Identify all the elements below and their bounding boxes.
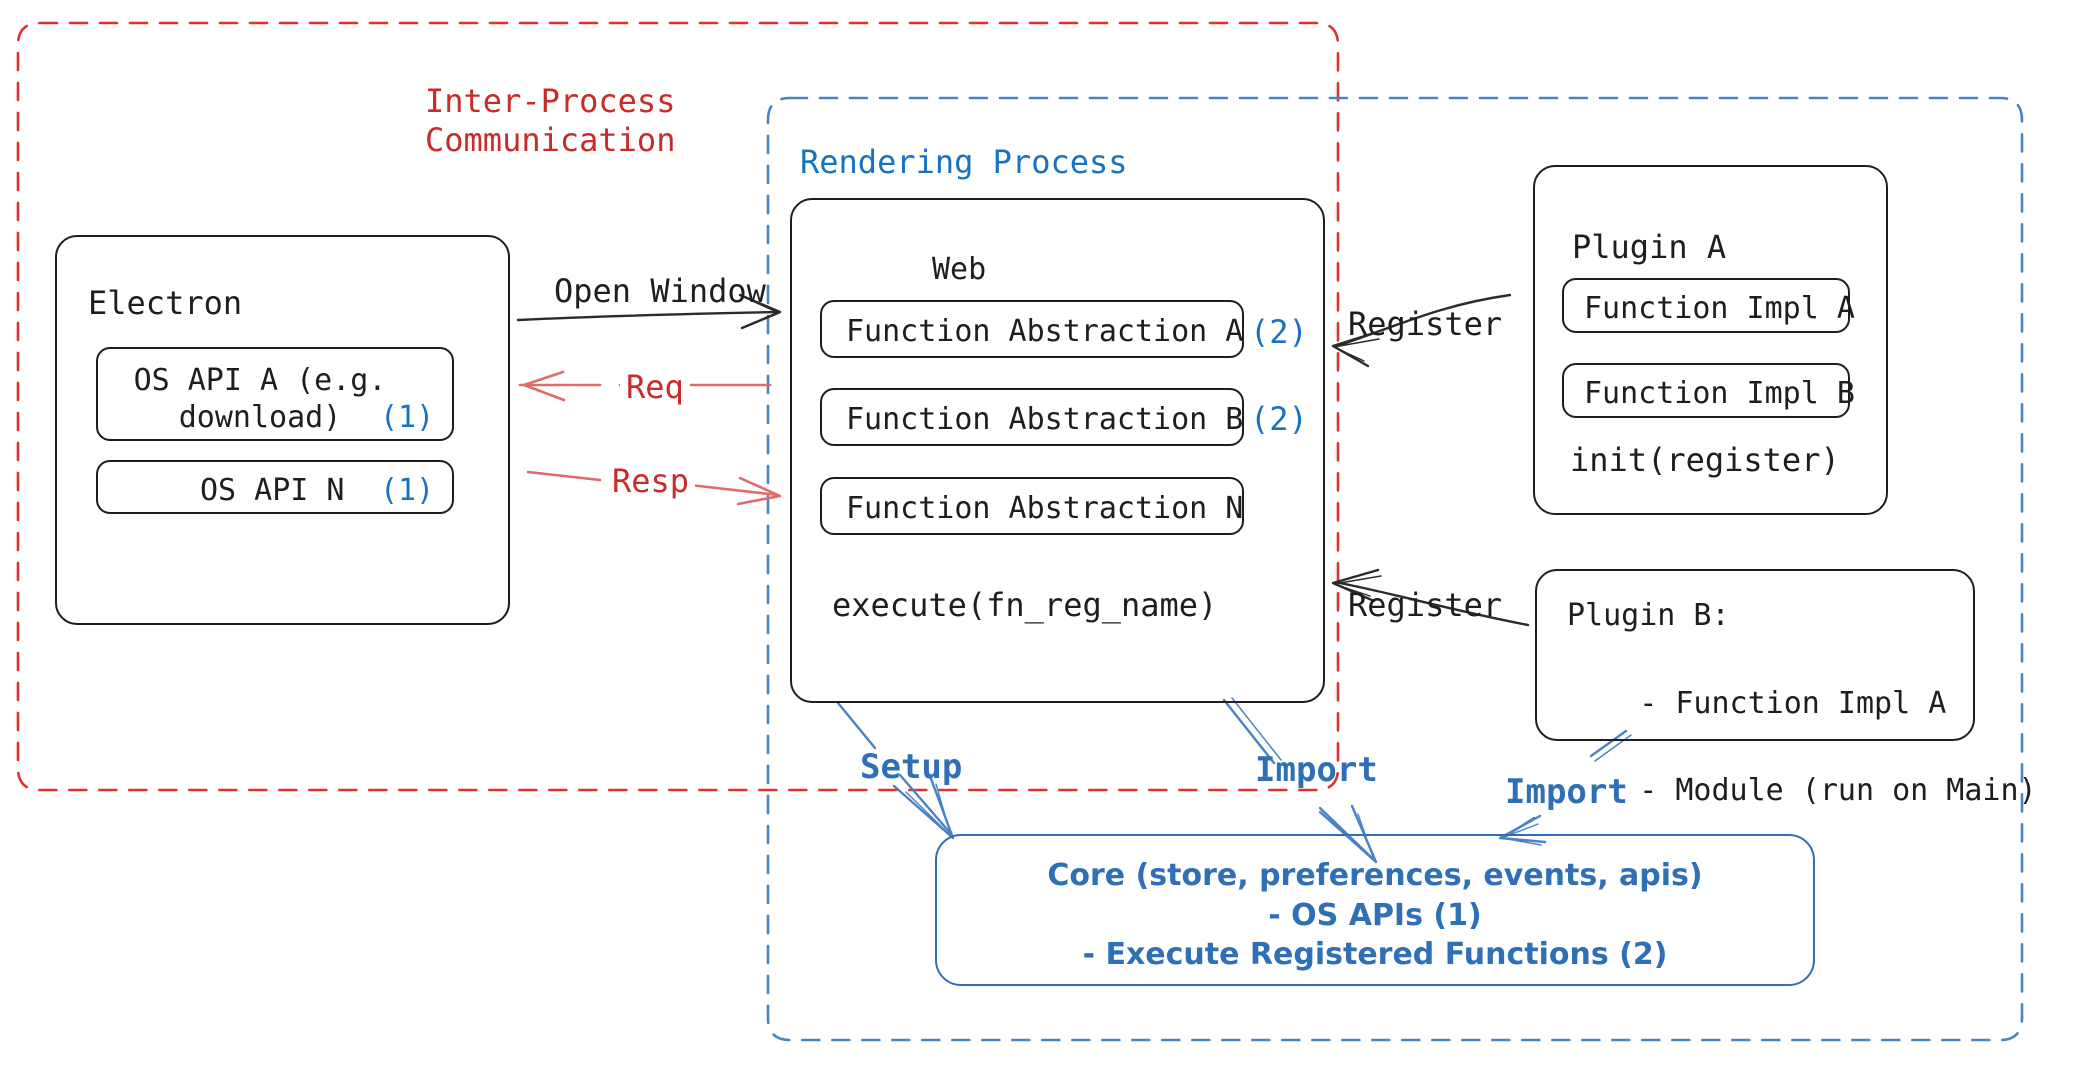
function-abstraction-a-label: Function Abstraction A [846,314,1244,349]
web-title: Web [932,252,987,287]
function-abstraction-n-label: Function Abstraction N [846,491,1244,526]
os-api-n-label: OS API N [200,473,345,508]
function-impl-a-label: Function Impl A [1584,291,1855,326]
web-execute-label: execute(fn_reg_name) [832,586,1218,624]
os-api-a-label: OS API A (e.g. download) [133,363,387,435]
plugin-b-box[interactable] [1535,569,1975,741]
plugin-b-line-2: - Module (run on Main) [1639,773,2037,809]
edge-resp-head [736,476,782,506]
edge-label-import-web: Import [1255,750,1378,790]
edge-req-head [522,370,566,402]
edge-label-resp: Resp [606,462,696,502]
edge-label-req: Req [620,368,690,408]
edge-label-register-a: Register [1348,305,1503,343]
function-abstraction-b-label: Function Abstraction B [846,402,1244,437]
electron-title: Electron [88,284,243,322]
core-line-2: - Execute Registered Functions (2) [1082,937,1668,973]
edge-resp-line2 [688,483,780,497]
function-impl-a-box[interactable] [1562,278,1850,333]
function-impl-b-label: Function Impl B [1584,376,1855,411]
function-abstraction-n-box[interactable] [820,477,1244,535]
edge-resp-line1 [526,470,602,482]
plugin-b-line-0: Plugin B: [1567,598,1730,633]
edge-setup-top [836,701,877,750]
os-api-a-badge: (1) [380,400,435,435]
web-box[interactable] [790,198,1325,703]
edge-label-import-plugin-b: Import [1505,772,1628,812]
plugin-b-line-1: - Function Impl A [1639,685,1947,721]
edge-setup-head2 [905,783,952,837]
function-abstraction-b-box[interactable] [820,388,1244,446]
os-api-n-badge: (1) [380,473,435,508]
edge-label-register-b: Register [1348,586,1503,624]
function-abstraction-a-box[interactable] [820,300,1244,358]
plugin-a-title: Plugin A [1572,228,1727,266]
edge-label-open-window: Open Window [554,272,766,310]
ipc-group-label: Inter-Process Communication [425,82,676,160]
core-box[interactable] [935,834,1815,986]
plugin-b-lines: Plugin B: - Function Impl A - Module (ru… [1567,594,2037,813]
os-api-n-box[interactable] [96,460,454,514]
electron-box[interactable] [55,235,510,625]
function-impl-b-box[interactable] [1562,363,1850,418]
os-api-a-box[interactable] [96,347,454,441]
core-lines: Core (store, preferences, events, apis) … [935,856,1815,975]
plugin-a-box[interactable] [1533,165,1888,515]
rendering-group-label: Rendering Process [800,143,1128,181]
edge-open-window [516,310,780,322]
edge-label-setup: Setup [860,747,963,787]
function-abstraction-a-badge: (2) [1250,313,1308,351]
core-line-1: - OS APIs (1) [1268,897,1482,933]
function-abstraction-b-badge: (2) [1250,400,1308,438]
plugin-a-init-label: init(register) [1570,441,1840,479]
core-line-0: Core (store, preferences, events, apis) [1047,858,1703,893]
